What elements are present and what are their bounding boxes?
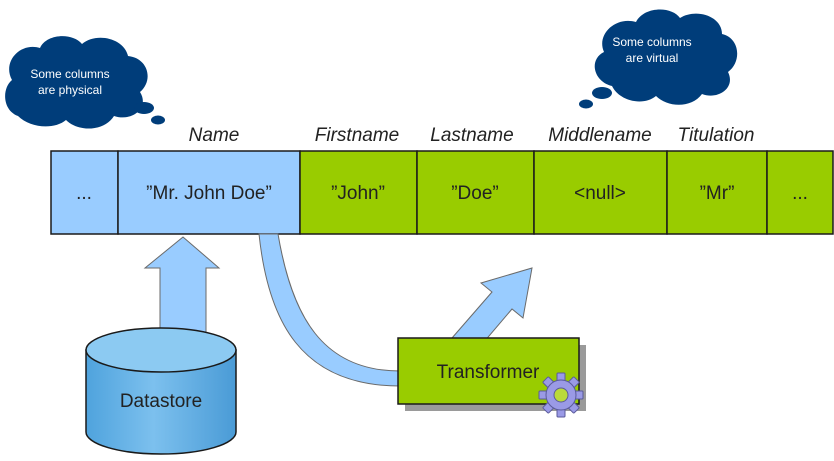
cell-virtual-ellipsis [766, 150, 834, 235]
callout-physical: Some columns are physical [5, 36, 165, 129]
callout-virtual: Some columns are virtual [579, 9, 738, 109]
cell-middlename [533, 150, 668, 235]
header-titulation: Titulation [678, 125, 755, 146]
cell-lastname [416, 150, 535, 235]
cell-text-firstname: ”John” [331, 183, 385, 204]
callout-virtual-line-2: are virtual [626, 51, 679, 65]
arrow-datastore-to-name [143, 236, 221, 341]
cell-text-titulation: ”Mr” [700, 183, 735, 204]
header-lastname: Lastname [430, 125, 513, 146]
datastore-label: Datastore [120, 391, 202, 412]
callout-physical-line-1: Some columns [30, 67, 109, 81]
column-headers: Name Firstname Lastname Middlename Titul… [189, 125, 755, 146]
header-name: Name [189, 125, 240, 146]
cell-text-middlename: <null> [574, 183, 626, 204]
cell-firstname [299, 150, 418, 235]
cell-text-physical-ellipsis: ... [76, 183, 92, 204]
header-middlename: Middlename [548, 125, 652, 146]
transformer-label: Transformer [437, 362, 540, 383]
callout-virtual-line-1: Some columns [612, 35, 691, 49]
cell-name [117, 150, 301, 235]
arrow-name-to-transformer [258, 233, 401, 387]
gear-icon [538, 372, 584, 418]
datastore-cylinder: Datastore [85, 327, 237, 455]
header-firstname: Firstname [315, 125, 399, 146]
callout-physical-line-2: are physical [38, 83, 102, 97]
cell-text-name: ”Mr. John Doe” [146, 183, 272, 204]
cell-text-lastname: ”Doe” [451, 183, 499, 204]
cell-titulation [666, 150, 768, 235]
cell-text-virtual-ellipsis: ... [792, 183, 808, 204]
data-row: ... ”Mr. John Doe” ”John” ”Doe” <null> ”… [50, 150, 834, 235]
cell-physical-ellipsis [50, 150, 119, 235]
transformer-box: Transformer [397, 337, 586, 411]
